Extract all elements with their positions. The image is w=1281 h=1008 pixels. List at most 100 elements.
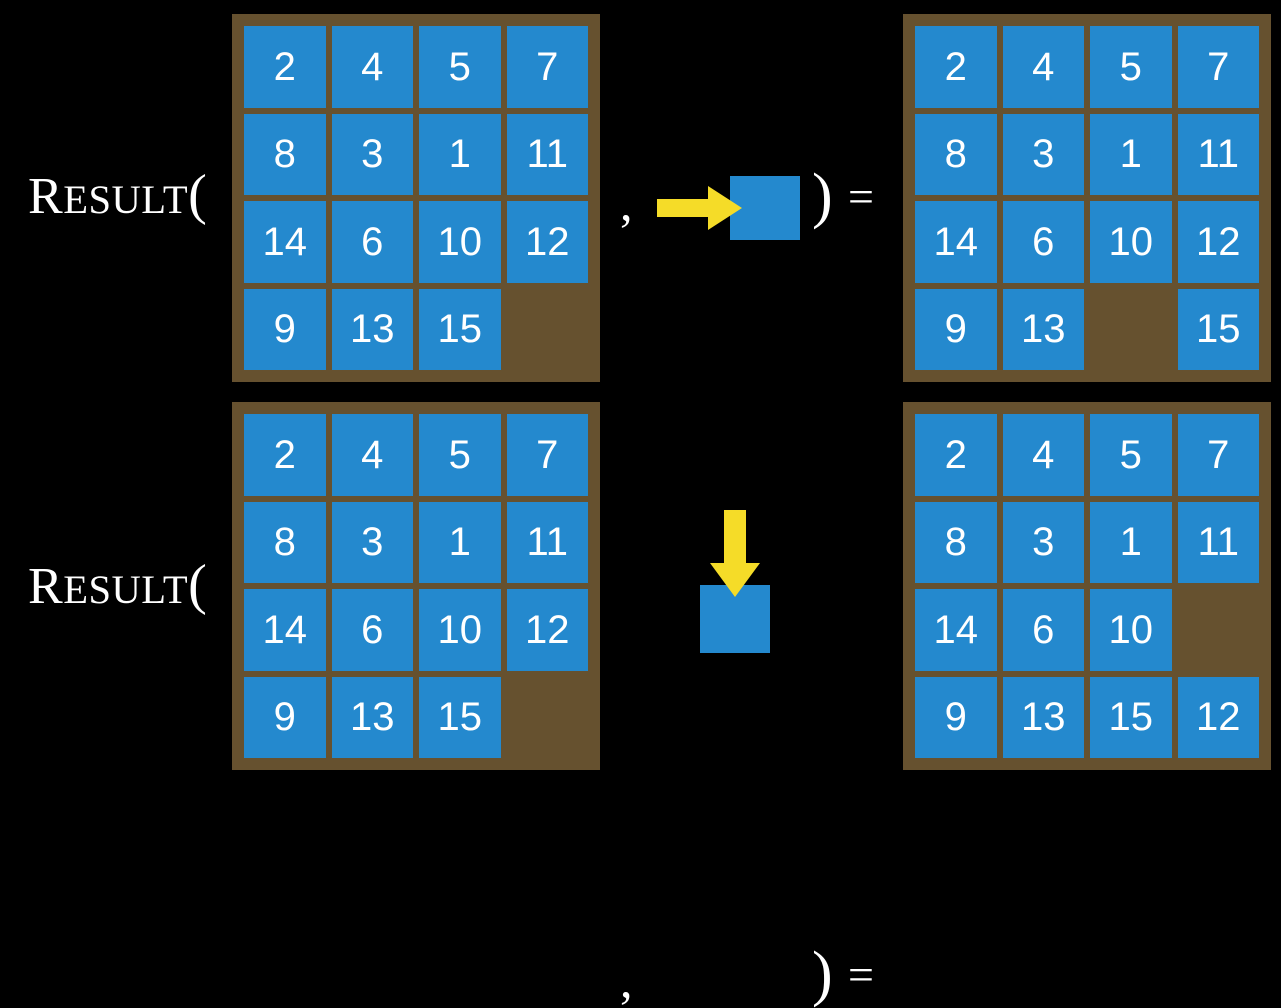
result-label-body: ESULT bbox=[63, 566, 189, 612]
tile-value: 1 bbox=[448, 132, 471, 177]
tile-r3c4[interactable]: 12 bbox=[506, 201, 588, 283]
tile-value: 6 bbox=[361, 219, 384, 264]
tile-r3c3[interactable]: 10 bbox=[1090, 589, 1172, 671]
tile-r4c4[interactable]: 15 bbox=[1177, 288, 1259, 370]
tile-r4c2[interactable]: 13 bbox=[331, 288, 413, 370]
tile-r1c1[interactable]: 2 bbox=[244, 26, 326, 108]
tile-value: 13 bbox=[1021, 307, 1066, 352]
tile-r3c2[interactable]: 6 bbox=[1002, 201, 1084, 283]
tile-r1c4[interactable]: 7 bbox=[1177, 26, 1259, 108]
tile-r2c3[interactable]: 1 bbox=[419, 501, 501, 583]
action-arrow-down-row-2 bbox=[690, 505, 790, 665]
tile-r4c4[interactable]: 12 bbox=[1177, 676, 1259, 758]
tile-r3c1[interactable]: 14 bbox=[244, 589, 326, 671]
tile-r1c1[interactable]: 2 bbox=[915, 26, 997, 108]
tile-r4c1[interactable]: 9 bbox=[915, 288, 997, 370]
open-paren: ( bbox=[188, 163, 208, 226]
diagram-stage: RESULT( 2 4 5 7 8 3 1 11 14 6 10 12 9 13… bbox=[28, 14, 1271, 1005]
tile-r2c4[interactable]: 11 bbox=[506, 501, 588, 583]
tile-r1c2[interactable]: 4 bbox=[1002, 26, 1084, 108]
tile-value: 4 bbox=[1032, 44, 1055, 89]
tile-r4c2[interactable]: 13 bbox=[1002, 288, 1084, 370]
tile-value: 14 bbox=[933, 219, 979, 264]
equals-sign: = bbox=[848, 171, 874, 222]
tile-r1c2[interactable]: 4 bbox=[331, 414, 413, 496]
tile-value: 4 bbox=[361, 44, 384, 89]
tile-r1c2[interactable]: 4 bbox=[331, 26, 413, 108]
tile-r2c1[interactable]: 8 bbox=[915, 113, 997, 195]
tile-r3c1[interactable]: 14 bbox=[915, 589, 997, 671]
tile-r2c1[interactable]: 8 bbox=[244, 501, 326, 583]
input-board-row-1: 2 4 5 7 8 3 1 11 14 6 10 12 9 13 15 bbox=[232, 14, 600, 382]
result-function-label-row-2: RESULT( bbox=[28, 557, 207, 613]
tile-r4c3[interactable]: 15 bbox=[419, 676, 501, 758]
input-board-row-2: 2 4 5 7 8 3 1 11 14 6 10 12 9 13 15 bbox=[232, 402, 600, 770]
tile-r4c3-empty[interactable] bbox=[1090, 289, 1172, 371]
tile-r1c1[interactable]: 2 bbox=[244, 414, 326, 496]
tile-r2c1[interactable]: 8 bbox=[244, 113, 326, 195]
tile-value: 10 bbox=[1108, 219, 1154, 264]
tile-value: 5 bbox=[1119, 44, 1142, 89]
tile-r4c3[interactable]: 15 bbox=[1090, 676, 1172, 758]
tile-r3c3[interactable]: 10 bbox=[1090, 201, 1172, 283]
tile-value: 10 bbox=[437, 607, 483, 652]
tile-value: 6 bbox=[1032, 219, 1055, 264]
tile-r2c3[interactable]: 1 bbox=[1090, 501, 1172, 583]
tile-value: 4 bbox=[361, 432, 384, 477]
tile-r2c3[interactable]: 1 bbox=[419, 113, 501, 195]
argument-separator-comma: , bbox=[620, 175, 633, 231]
tile-r3c3[interactable]: 10 bbox=[419, 589, 501, 671]
tile-r2c4[interactable]: 11 bbox=[1177, 501, 1259, 583]
tile-r4c1[interactable]: 9 bbox=[244, 676, 326, 758]
tile-r3c4[interactable]: 12 bbox=[1177, 201, 1259, 283]
output-board-row-1: 2 4 5 7 8 3 1 11 14 6 10 12 9 13 15 bbox=[903, 14, 1271, 382]
tile-value: 12 bbox=[1196, 695, 1241, 740]
tile-r1c2[interactable]: 4 bbox=[1002, 414, 1084, 496]
tile-r1c4[interactable]: 7 bbox=[506, 26, 588, 108]
tile-r2c2[interactable]: 3 bbox=[331, 501, 413, 583]
tile-r4c4-empty[interactable] bbox=[507, 677, 589, 759]
tile-value: 11 bbox=[526, 132, 569, 177]
tile-r1c1[interactable]: 2 bbox=[915, 414, 997, 496]
result-function-label-row-1: RESULT( bbox=[28, 167, 207, 223]
tile-r2c2[interactable]: 3 bbox=[1002, 113, 1084, 195]
tile-r3c3[interactable]: 10 bbox=[419, 201, 501, 283]
tile-r3c2[interactable]: 6 bbox=[1002, 589, 1084, 671]
output-board-row-2: 2 4 5 7 8 3 1 11 14 6 10 9 13 15 12 bbox=[903, 402, 1271, 770]
tile-value: 7 bbox=[1207, 432, 1230, 477]
tile-r3c1[interactable]: 14 bbox=[244, 201, 326, 283]
tile-r1c4[interactable]: 7 bbox=[506, 414, 588, 496]
tile-r4c2[interactable]: 13 bbox=[331, 676, 413, 758]
tile-r1c4[interactable]: 7 bbox=[1177, 414, 1259, 496]
tile-r1c3[interactable]: 5 bbox=[419, 26, 501, 108]
tile-r4c4-empty[interactable] bbox=[507, 289, 589, 371]
tile-r4c3[interactable]: 15 bbox=[419, 288, 501, 370]
tile-value: 12 bbox=[525, 607, 570, 652]
tile-r4c1[interactable]: 9 bbox=[915, 676, 997, 758]
tile-r2c4[interactable]: 11 bbox=[506, 113, 588, 195]
tile-r2c3[interactable]: 1 bbox=[1090, 113, 1172, 195]
tile-r4c1[interactable]: 9 bbox=[244, 288, 326, 370]
tile-r2c4[interactable]: 11 bbox=[1177, 113, 1259, 195]
tile-value: 3 bbox=[1032, 520, 1055, 565]
tile-r3c1[interactable]: 14 bbox=[915, 201, 997, 283]
action-arrow-right-row-1 bbox=[650, 170, 810, 250]
tile-r1c3[interactable]: 5 bbox=[1090, 26, 1172, 108]
result-label-body: ESULT bbox=[63, 176, 189, 222]
tile-value: 15 bbox=[1108, 695, 1154, 740]
tile-r3c2[interactable]: 6 bbox=[331, 589, 413, 671]
tile-r1c3[interactable]: 5 bbox=[419, 414, 501, 496]
tile-r3c4-empty[interactable] bbox=[1178, 589, 1260, 671]
tile-r1c3[interactable]: 5 bbox=[1090, 414, 1172, 496]
tile-value: 5 bbox=[448, 432, 471, 477]
tile-value: 15 bbox=[437, 307, 483, 352]
tile-r3c4[interactable]: 12 bbox=[506, 589, 588, 671]
tile-value: 13 bbox=[350, 307, 395, 352]
tile-value: 2 bbox=[944, 44, 967, 89]
tile-r2c2[interactable]: 3 bbox=[1002, 501, 1084, 583]
tile-r3c2[interactable]: 6 bbox=[331, 201, 413, 283]
tile-r4c2[interactable]: 13 bbox=[1002, 676, 1084, 758]
tile-r2c1[interactable]: 8 bbox=[915, 501, 997, 583]
tile-r2c2[interactable]: 3 bbox=[331, 113, 413, 195]
arrow-down-icon bbox=[710, 510, 760, 597]
